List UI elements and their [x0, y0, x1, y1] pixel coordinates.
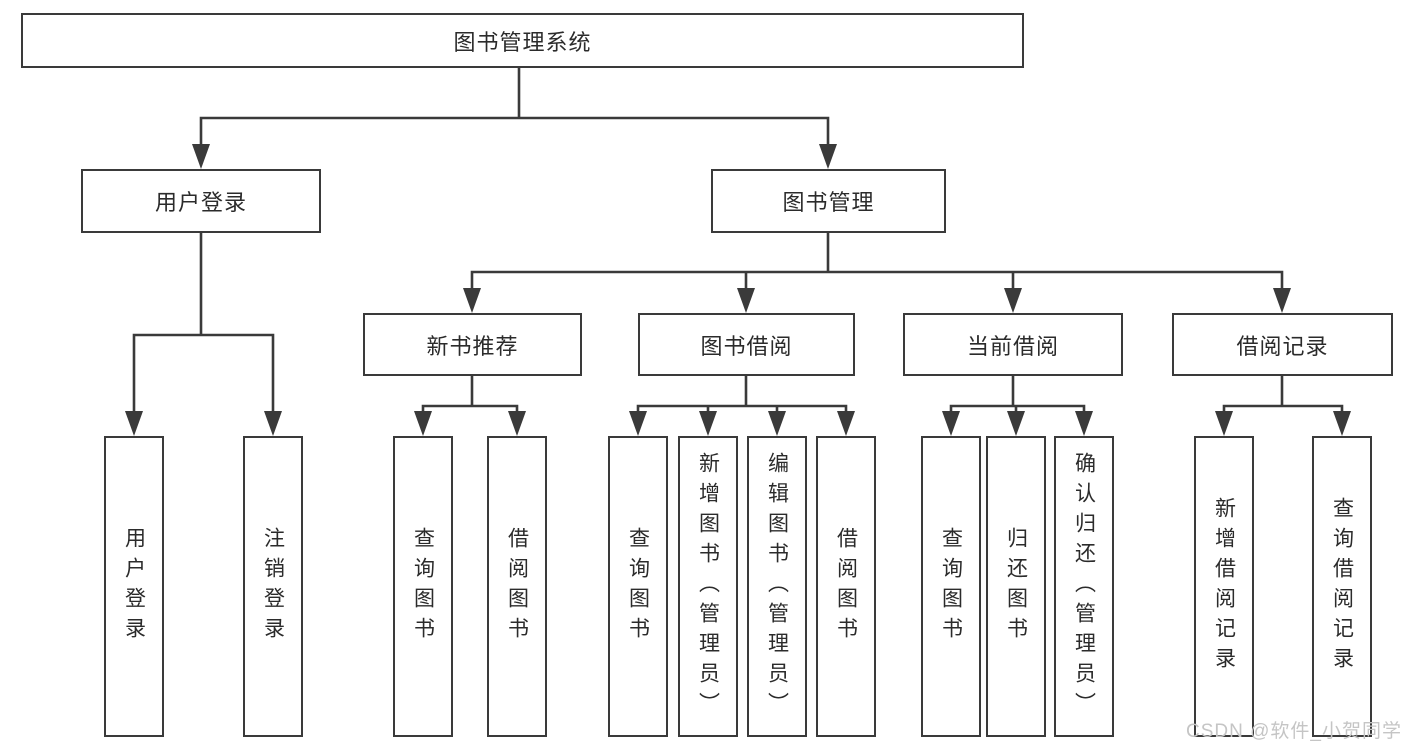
leaf-borrow-query-book: 查询图书	[608, 436, 668, 737]
leaf-return-book: 归还图书	[986, 436, 1046, 737]
leaf-query-borrow-record: 查询借阅记录	[1312, 436, 1372, 737]
leaf-add-book-admin: 新增图书（管理员）	[678, 436, 738, 737]
leaf-add-borrow-record: 新增借阅记录	[1194, 436, 1254, 737]
leaf-confirm-return-admin: 确认归还（管理员）	[1054, 436, 1114, 737]
leaf-add-borrow-record-label: 新增借阅记录	[1212, 496, 1236, 677]
node-current-borrow: 当前借阅	[903, 313, 1123, 376]
leaf-borrow-book: 借阅图书	[816, 436, 876, 737]
leaf-logout-label: 注销登录	[261, 526, 285, 647]
leaf-return-book-label: 归还图书	[1004, 526, 1028, 647]
leaf-borrow-book-label: 借阅图书	[834, 526, 858, 647]
leaf-add-book-admin-label: 新增图书（管理员）	[696, 451, 720, 722]
node-user-login: 用户登录	[81, 169, 321, 233]
leaf-logout: 注销登录	[243, 436, 303, 737]
leaf-query-borrow-record-label: 查询借阅记录	[1330, 496, 1354, 677]
leaf-current-query-book: 查询图书	[921, 436, 981, 737]
node-book-borrow: 图书借阅	[638, 313, 855, 376]
leaf-edit-book-admin: 编辑图书（管理员）	[747, 436, 807, 737]
leaf-recommend-query-book: 查询图书	[393, 436, 453, 737]
leaf-user-login: 用户登录	[104, 436, 164, 737]
leaf-recommend-query-book-label: 查询图书	[411, 526, 435, 647]
node-borrow-records-label: 借阅记录	[1236, 333, 1329, 359]
node-root-label: 图书管理系统	[453, 29, 592, 55]
leaf-confirm-return-admin-label: 确认归还（管理员）	[1072, 451, 1096, 722]
node-book-management-label: 图书管理	[782, 190, 875, 215]
leaf-edit-book-admin-label: 编辑图书（管理员）	[765, 451, 789, 722]
node-user-login-label: 用户登录	[154, 190, 247, 215]
node-new-book-recommend-label: 新书推荐	[426, 333, 519, 359]
node-book-management: 图书管理	[711, 169, 946, 233]
leaf-recommend-borrow-book: 借阅图书	[487, 436, 547, 737]
leaf-recommend-borrow-book-label: 借阅图书	[505, 526, 529, 647]
leaf-borrow-query-book-label: 查询图书	[626, 526, 650, 647]
node-book-borrow-label: 图书借阅	[700, 333, 793, 359]
leaf-current-query-book-label: 查询图书	[939, 526, 963, 647]
node-current-borrow-label: 当前借阅	[966, 333, 1059, 359]
leaf-user-login-label: 用户登录	[122, 526, 146, 647]
node-root-library-system: 图书管理系统	[21, 13, 1024, 68]
node-new-book-recommend: 新书推荐	[363, 313, 582, 376]
node-borrow-records: 借阅记录	[1172, 313, 1393, 376]
watermark: CSDN @软件_小贺同学	[1186, 721, 1402, 742]
